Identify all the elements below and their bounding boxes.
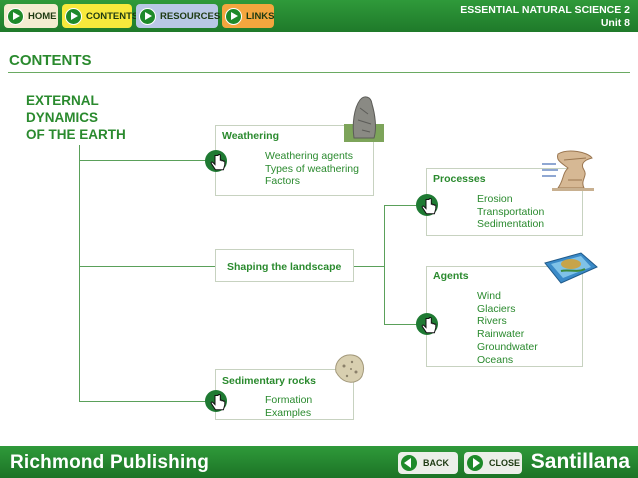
connector-line: [79, 401, 215, 402]
connector-line: [354, 266, 384, 267]
contents-button[interactable]: CONTENTS: [62, 4, 138, 28]
connector-line: [79, 145, 80, 402]
resources-button[interactable]: RESOURCES: [136, 4, 221, 28]
connector-line: [384, 324, 426, 325]
agents-box: [426, 266, 583, 367]
weathering-title: Weathering: [222, 130, 279, 142]
list-item[interactable]: Groundwater: [477, 340, 538, 353]
main-topic-line-2: DYNAMICS: [26, 110, 99, 125]
play-arrow-icon: [139, 7, 156, 25]
list-item[interactable]: Erosion: [477, 193, 513, 205]
processes-items: Erosion Transportation Sedimentation: [477, 193, 544, 231]
play-arrow-icon: [65, 7, 82, 25]
links-button-label: LINKS: [246, 10, 275, 22]
weathering-items: Weathering agents Types of weathering Fa…: [265, 150, 359, 188]
connector-line: [79, 266, 215, 267]
back-button[interactable]: BACK: [398, 452, 458, 474]
main-topic-line-3: OF THE EARTH: [26, 127, 126, 142]
list-item[interactable]: Rainwater: [477, 328, 525, 341]
sedimentary-rocks-go-button[interactable]: [205, 390, 227, 412]
eroded-rock-illustration: [542, 150, 594, 191]
list-item[interactable]: Formation: [265, 394, 313, 406]
list-item[interactable]: Glaciers: [477, 302, 516, 315]
home-button-label: HOME: [28, 10, 57, 22]
agents-items: Wind Glaciers Rivers Rainwater Groundwat…: [477, 290, 538, 366]
bottom-bar: [0, 446, 638, 478]
sedimentary-rocks-box: [215, 369, 354, 420]
shaping-landscape-title[interactable]: Shaping the landscape: [227, 261, 342, 273]
rock-formation-illustration: [344, 96, 384, 142]
list-item[interactable]: Examples: [265, 406, 312, 419]
play-arrow-icon: [7, 7, 24, 25]
brand-logo: Santillana: [530, 450, 630, 473]
contents-button-label: CONTENTS: [86, 10, 139, 22]
main-topic: EXTERNAL DYNAMICS OF THE EARTH: [26, 92, 166, 143]
processes-box: [426, 168, 583, 236]
main-topic-line-1: EXTERNAL: [26, 93, 99, 108]
sedimentary-rocks-items: Formation Examples: [265, 394, 312, 419]
connector-line: [384, 205, 385, 324]
list-item[interactable]: Rivers: [477, 315, 507, 328]
list-item[interactable]: Wind: [477, 290, 501, 302]
close-button[interactable]: CLOSE: [464, 452, 522, 474]
list-item[interactable]: Weathering agents: [265, 150, 353, 162]
page-title: CONTENTS: [9, 52, 92, 69]
course-name: ESSENTIAL NATURAL SCIENCE 2: [460, 4, 630, 16]
connector-line: [79, 160, 215, 161]
pointing-hand-icon: [210, 394, 226, 411]
sedimentary-rock-illustration: [335, 354, 365, 383]
sedimentary-rocks-title: Sedimentary rocks: [222, 375, 316, 387]
close-arrow-icon: [467, 455, 483, 471]
weathering-go-button[interactable]: [205, 150, 227, 172]
landscape-model-illustration: [544, 252, 598, 284]
list-item[interactable]: Oceans: [477, 353, 514, 366]
play-arrow-icon: [225, 7, 242, 25]
processes-title: Processes: [433, 173, 486, 185]
back-button-label: BACK: [423, 458, 449, 468]
processes-go-button[interactable]: [416, 194, 438, 216]
pointing-hand-icon: [421, 317, 437, 334]
resources-button-label: RESOURCES: [160, 10, 221, 22]
agents-go-button[interactable]: [416, 313, 438, 335]
shaping-landscape-box[interactable]: [215, 249, 354, 282]
unit-label: Unit 8: [600, 17, 630, 29]
connector-line: [384, 205, 426, 206]
pointing-hand-icon: [421, 198, 437, 215]
course-title: ESSENTIAL NATURAL SCIENCE 2 Unit 8: [460, 4, 630, 30]
publisher-logo: Richmond Publishing: [10, 452, 210, 473]
agents-title: Agents: [433, 270, 469, 282]
close-button-label: CLOSE: [489, 458, 521, 468]
list-item[interactable]: Factors: [265, 175, 301, 188]
links-button[interactable]: LINKS: [222, 4, 275, 28]
list-item[interactable]: Types of weathering: [265, 162, 359, 175]
list-item[interactable]: Transportation: [477, 205, 545, 218]
title-divider: [8, 72, 630, 73]
list-item[interactable]: Sedimentation: [477, 218, 545, 231]
back-arrow-icon: [401, 455, 417, 471]
pointing-hand-icon: [210, 154, 226, 171]
home-button[interactable]: HOME: [4, 4, 58, 28]
